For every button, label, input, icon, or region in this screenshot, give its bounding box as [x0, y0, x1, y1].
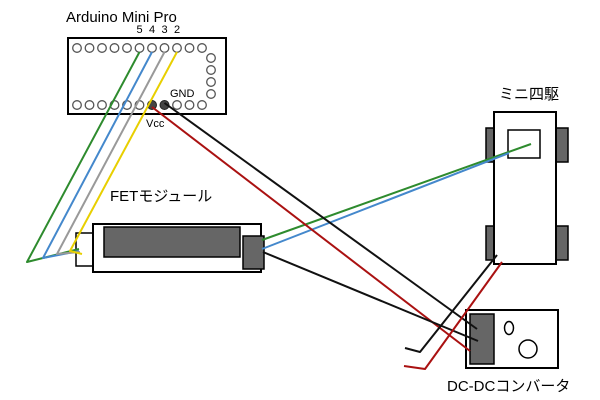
wire-fet-to-motor-a	[261, 143, 532, 241]
dcdc-trimmer	[503, 320, 515, 336]
fet-right-terminal	[242, 235, 265, 270]
arduino-board	[67, 37, 227, 115]
pin-hole	[84, 43, 95, 53]
pin-hole	[159, 43, 170, 53]
pin-hole	[197, 43, 207, 53]
car-label: ミニ四駆	[499, 86, 559, 103]
pin-label-2: 2	[174, 24, 180, 36]
pin-label-4: 4	[149, 24, 155, 36]
pin-hole	[206, 89, 216, 99]
wire-car-battery-red	[403, 261, 503, 370]
pin-hole	[184, 43, 195, 53]
fet-heatsink	[103, 226, 241, 258]
labels: Arduino Mini Pro 5 4 3 2 GND Vcc FETモジュー…	[66, 9, 570, 395]
pin-hole	[122, 43, 132, 53]
pin-hole	[184, 100, 195, 110]
pin-hole	[147, 43, 157, 53]
arduino-gnd-pin	[159, 100, 170, 110]
vcc-label: Vcc	[146, 118, 165, 130]
pin-hole	[206, 65, 216, 75]
wire-gnd-to-dcdc	[163, 102, 478, 330]
pin-hole	[72, 43, 82, 53]
dcdc-converter	[465, 309, 559, 369]
pin-hole	[172, 43, 182, 53]
pin-hole	[84, 100, 95, 110]
arduino-title: Arduino Mini Pro	[66, 9, 177, 26]
pin-hole	[97, 43, 107, 53]
pin-hole	[206, 53, 216, 63]
car-wheel-rear-right	[555, 225, 569, 261]
wire-pin2-to-fet	[69, 51, 178, 255]
pin-hole	[72, 100, 82, 110]
wire-fet-to-motor-b	[261, 152, 510, 250]
dcdc-label: DC-DCコンバータ	[447, 378, 570, 395]
pin-hole	[197, 100, 207, 110]
pin-label-5: 5	[136, 24, 142, 36]
dcdc-capacitor	[518, 339, 538, 359]
wire-layer	[26, 51, 532, 370]
wire-pin3-to-fet	[56, 51, 166, 255]
gnd-label: GND	[170, 88, 195, 100]
fet-label: FETモジュール	[110, 188, 212, 205]
pin-hole	[206, 77, 216, 87]
car-wheel-front-right	[555, 127, 569, 163]
car-motor	[507, 129, 541, 159]
wire-vcc-to-dcdc	[151, 106, 471, 352]
pin-hole	[172, 100, 182, 110]
wire-fet-to-dcdc	[262, 251, 479, 342]
pin-hole	[109, 43, 120, 53]
pin-label-3: 3	[161, 24, 167, 36]
mini4wd-car	[485, 111, 569, 265]
pin-hole	[134, 43, 145, 53]
fet-module	[75, 223, 265, 273]
wire-car-battery-black	[404, 254, 498, 353]
pin-hole	[97, 100, 107, 110]
